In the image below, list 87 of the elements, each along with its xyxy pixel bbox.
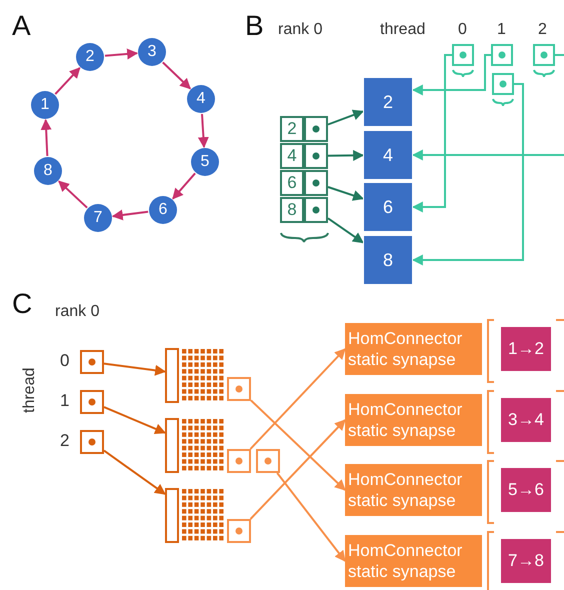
arrow — [276, 472, 346, 562]
memory-block: 8 — [363, 235, 413, 285]
arrow — [58, 180, 88, 208]
arrow — [104, 48, 138, 60]
arrow — [112, 210, 148, 220]
pointer-box — [491, 44, 513, 66]
arrow — [172, 172, 196, 200]
synapse-box: 7→8 — [501, 539, 551, 583]
class-name-text: HomConnector — [348, 398, 462, 420]
pointer-box — [227, 519, 251, 543]
pointer-cell — [304, 197, 328, 223]
pointer-box — [533, 44, 555, 66]
arrow — [103, 450, 166, 495]
arrow — [54, 67, 80, 95]
pointer-box — [227, 377, 251, 401]
node-circle: 1 — [31, 91, 59, 119]
memory-block: 4 — [363, 130, 413, 180]
arrow — [412, 54, 452, 212]
connection-table-drawing — [165, 488, 225, 543]
node-circle: 7 — [84, 204, 112, 232]
pointer-box — [256, 449, 280, 473]
connector-line — [555, 54, 564, 56]
arrow — [198, 114, 209, 148]
arrow — [412, 83, 524, 266]
class-name-text: HomConnector — [348, 468, 462, 490]
synapse-type-text: static synapse — [348, 420, 456, 442]
node-circle: 4 — [187, 85, 215, 113]
pointer-box — [80, 390, 104, 414]
panel-letter: B — [245, 12, 264, 40]
synapse-box: 1→2 — [501, 327, 551, 371]
arrow — [250, 419, 346, 520]
memory-block: 6 — [363, 182, 413, 232]
axis-label: thread — [380, 22, 426, 38]
node-circle: 5 — [191, 148, 219, 176]
arrow — [104, 406, 166, 434]
node-circle: 6 — [149, 196, 177, 224]
connection-table-drawing — [165, 348, 225, 403]
synapse-type-text: static synapse — [348, 490, 456, 512]
pointer-box — [227, 449, 251, 473]
node-circle: 8 — [34, 157, 62, 185]
axis-label: 2 — [60, 432, 70, 449]
arrow — [328, 110, 364, 126]
axis-label: 0 — [458, 22, 467, 38]
axis-label: rank 0 — [278, 22, 322, 38]
axis-label: thread — [22, 368, 38, 413]
pointer-box — [492, 73, 514, 95]
arrow — [328, 150, 364, 161]
axis-label: rank 0 — [55, 304, 100, 320]
connector-box — [345, 323, 482, 375]
arrow — [328, 186, 364, 201]
arrow — [250, 348, 346, 450]
node-circle: 2 — [76, 43, 104, 71]
pointer-cell — [304, 170, 328, 196]
synapse-type-text: static synapse — [348, 349, 456, 370]
pointer-box — [452, 44, 474, 66]
table-cell: 2 — [280, 116, 304, 142]
axis-label: 0 — [60, 352, 70, 369]
panel-letter: C — [12, 290, 32, 318]
axis-label: 1 — [497, 22, 506, 38]
arrow — [104, 362, 166, 376]
pointer-box — [80, 430, 104, 454]
connector-box — [345, 394, 482, 446]
arrow — [40, 118, 52, 156]
synapse-box: 5→6 — [501, 468, 551, 512]
panel-letter: A — [12, 12, 31, 40]
synapse-box: 3→4 — [501, 398, 551, 442]
connector-box — [345, 464, 482, 516]
class-name-text: HomConnector — [348, 328, 462, 349]
axis-label: 2 — [538, 22, 547, 38]
table-cell: 6 — [280, 170, 304, 196]
table-cell: 8 — [280, 197, 304, 223]
node-circle: 3 — [138, 38, 166, 66]
connection-table-drawing — [165, 418, 225, 473]
arrow — [412, 150, 564, 160]
memory-block: 2 — [363, 77, 413, 127]
connector-box — [345, 535, 482, 587]
synapse-type-text: static synapse — [348, 561, 456, 582]
table-cell: 4 — [280, 143, 304, 169]
pointer-box — [80, 350, 104, 374]
axis-label: 1 — [60, 392, 70, 409]
arrow — [327, 217, 364, 244]
arrow — [162, 62, 191, 90]
pointer-cell — [304, 143, 328, 169]
pointer-cell — [304, 116, 328, 142]
arrow — [250, 400, 346, 491]
class-name-text: HomConnector — [348, 540, 462, 561]
arrow — [412, 54, 491, 96]
